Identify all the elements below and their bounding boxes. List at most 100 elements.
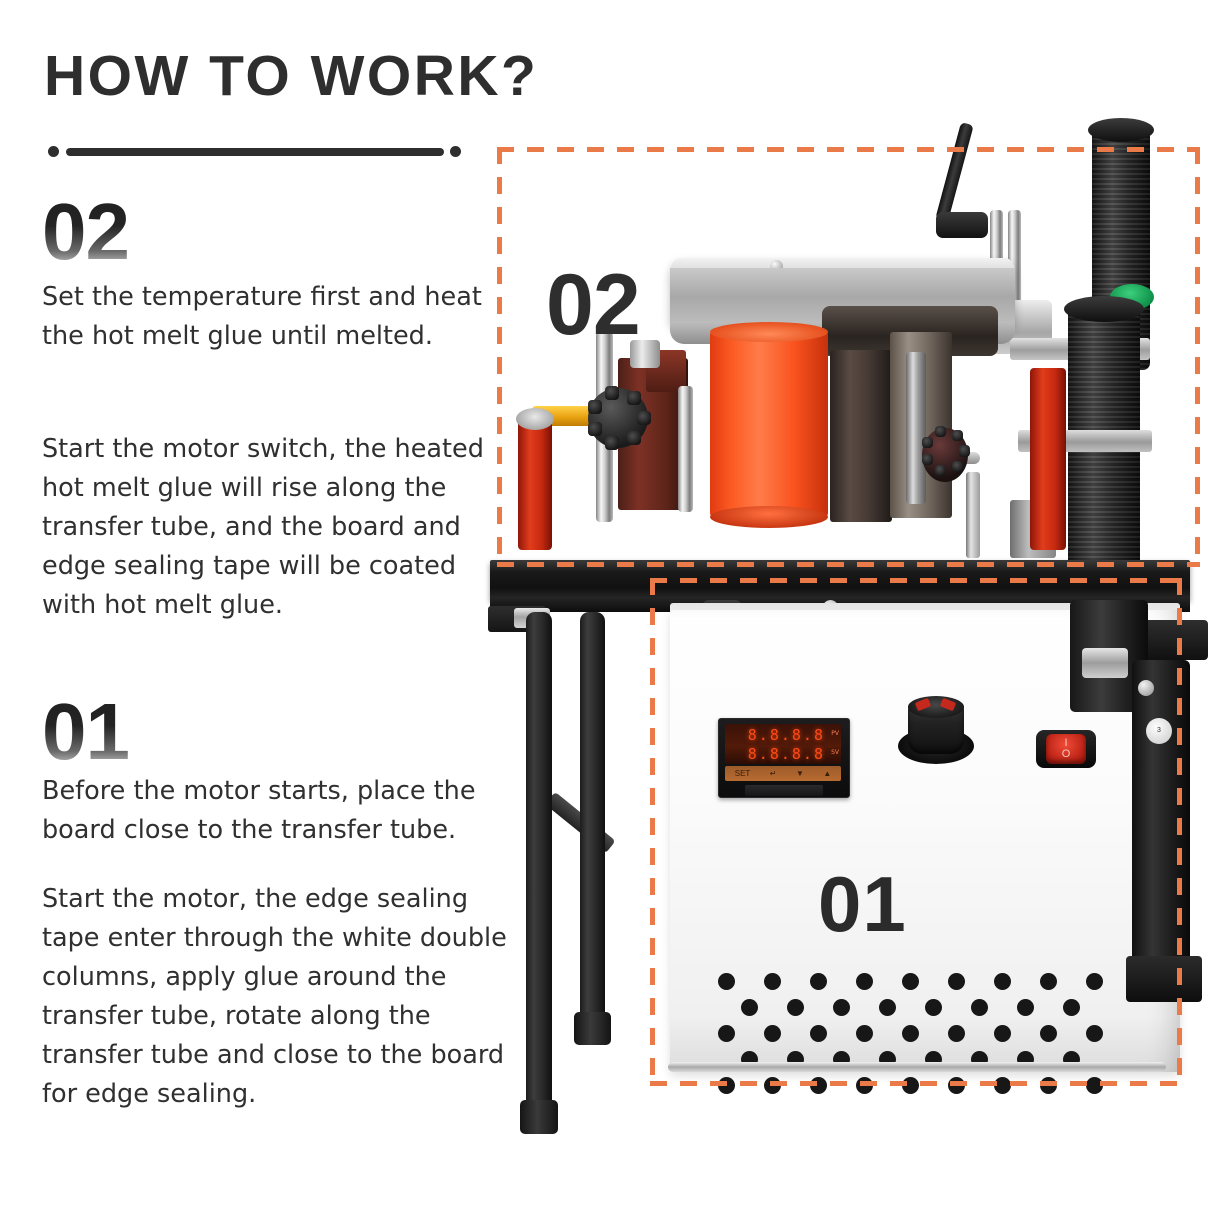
- knob-lobe: [626, 430, 642, 446]
- knob-lobe: [935, 426, 947, 438]
- black-table-top: [490, 560, 1190, 600]
- vent-hole: [948, 1025, 965, 1042]
- vent-hole: [856, 1025, 873, 1042]
- orange-glue-roller: [710, 330, 828, 518]
- vent-hole: [948, 1077, 965, 1094]
- knob-lobe: [587, 421, 602, 437]
- callout-label-02: 02: [546, 257, 641, 353]
- ventilation-holes: [718, 973, 1126, 1095]
- controller-screen: 8.8.8.8 PV 8.8.8.8 SV: [725, 724, 841, 764]
- knob-lobe: [951, 430, 963, 442]
- step-number-02: 02: [42, 187, 130, 276]
- vent-hole: [994, 973, 1011, 990]
- right-column-foot: [1126, 956, 1202, 1002]
- product-photo: 01 8.8.8.8 PV 8.8.8.8 SV SET ↵ ▼ ▲: [470, 100, 1214, 1140]
- vent-hole: [1063, 999, 1080, 1016]
- controller-button-row[interactable]: SET ↵ ▼ ▲: [725, 766, 841, 781]
- chrome-rod-mid: [678, 386, 693, 512]
- page-title: HOW TO WORK?: [44, 44, 539, 108]
- star-knob-left: [587, 385, 651, 451]
- vent-hole: [1017, 999, 1034, 1016]
- step-02-paragraph-1: Set the temperature first and heat the h…: [42, 282, 482, 351]
- temperature-controller[interactable]: 8.8.8.8 PV 8.8.8.8 SV SET ↵ ▼ ▲: [718, 718, 850, 798]
- lever-handle: [935, 122, 974, 222]
- controller-base: [745, 785, 823, 796]
- power-switch[interactable]: I O: [1046, 734, 1086, 764]
- roller-bottom-face: [710, 506, 828, 528]
- red-post-right: [1030, 368, 1066, 550]
- vent-hole: [1040, 973, 1057, 990]
- dark-cylinder-1: [830, 350, 892, 522]
- leg-foot-rear: [574, 1012, 611, 1045]
- title-divider: [46, 146, 466, 158]
- divider-dot-right: [450, 146, 461, 157]
- controller-sv-value: 8.8.8.8: [747, 745, 825, 763]
- controller-set-button[interactable]: SET: [734, 769, 751, 778]
- speed-knob-top[interactable]: [908, 696, 964, 718]
- controller-sv-label: SV: [831, 749, 839, 756]
- vent-hole: [856, 1077, 873, 1094]
- vent-hole: [833, 999, 850, 1016]
- knob-marker: [914, 697, 932, 712]
- roller-top-face: [710, 322, 828, 342]
- vent-hole: [764, 973, 781, 990]
- vent-hole: [810, 973, 827, 990]
- power-on-symbol: I: [1064, 737, 1068, 749]
- knob-lobe: [921, 454, 933, 466]
- vent-hole: [764, 1025, 781, 1042]
- small-chrome-rod: [966, 472, 980, 558]
- red-post-left: [518, 418, 552, 550]
- vent-hole: [994, 1077, 1011, 1094]
- controller-enter-button[interactable]: ↵: [769, 769, 777, 778]
- vent-hole: [787, 999, 804, 1016]
- vent-hole: [902, 973, 919, 990]
- knob-lobe: [921, 436, 933, 448]
- controller-pv-value: 8.8.8.8: [747, 726, 825, 744]
- leg-foot-front: [520, 1100, 558, 1134]
- red-post-cap: [516, 408, 554, 430]
- controller-pv-label: PV: [831, 730, 839, 737]
- support-leg-front: [526, 612, 552, 1112]
- star-knob-right: [921, 426, 971, 482]
- knob-lobe: [951, 460, 963, 472]
- right-column-bolt: [1138, 680, 1154, 696]
- power-off-symbol: O: [1061, 748, 1071, 760]
- vent-hole: [994, 1025, 1011, 1042]
- knob-lobe: [587, 399, 602, 414]
- knob-lobe: [959, 445, 971, 457]
- divider-dot-left: [48, 146, 59, 157]
- vent-hole: [1086, 1025, 1103, 1042]
- chrome-rod-right: [906, 352, 926, 504]
- right-column-body: [1132, 660, 1190, 980]
- vent-hole: [1086, 973, 1103, 990]
- silver-cap: [630, 340, 660, 368]
- vent-hole: [948, 973, 965, 990]
- knob-lobe: [626, 390, 642, 406]
- vent-hole: [925, 999, 942, 1016]
- vent-hole: [902, 1025, 919, 1042]
- rubber-grip-front: [1068, 308, 1140, 598]
- vent-hole: [902, 1077, 919, 1094]
- knob-lobe: [636, 410, 651, 426]
- step-02-paragraph-2: Start the motor switch, the heated hot m…: [42, 434, 484, 620]
- vent-hole: [1040, 1077, 1057, 1094]
- controller-up-button[interactable]: ▲: [823, 769, 832, 778]
- grip-cap-rear: [1088, 118, 1154, 142]
- body-step-number: 01: [818, 860, 907, 948]
- step-number-01: 01: [42, 687, 130, 776]
- grip-cap-front: [1064, 296, 1144, 322]
- vent-hole: [764, 1077, 781, 1094]
- lever-base: [936, 212, 988, 238]
- knob-lobe: [605, 385, 620, 401]
- controller-down-button[interactable]: ▼: [795, 769, 804, 778]
- vent-hole: [810, 1077, 827, 1094]
- right-column-nut: [1082, 648, 1128, 678]
- step-01-paragraph-1: Before the motor starts, place the board…: [42, 776, 476, 845]
- vent-hole: [856, 973, 873, 990]
- vent-hole: [718, 973, 735, 990]
- vent-hole: [718, 1025, 735, 1042]
- vent-hole: [971, 999, 988, 1016]
- divider-bar: [66, 148, 444, 156]
- step-01-paragraph-2: Start the motor, the edge sealing tape e…: [42, 884, 507, 1109]
